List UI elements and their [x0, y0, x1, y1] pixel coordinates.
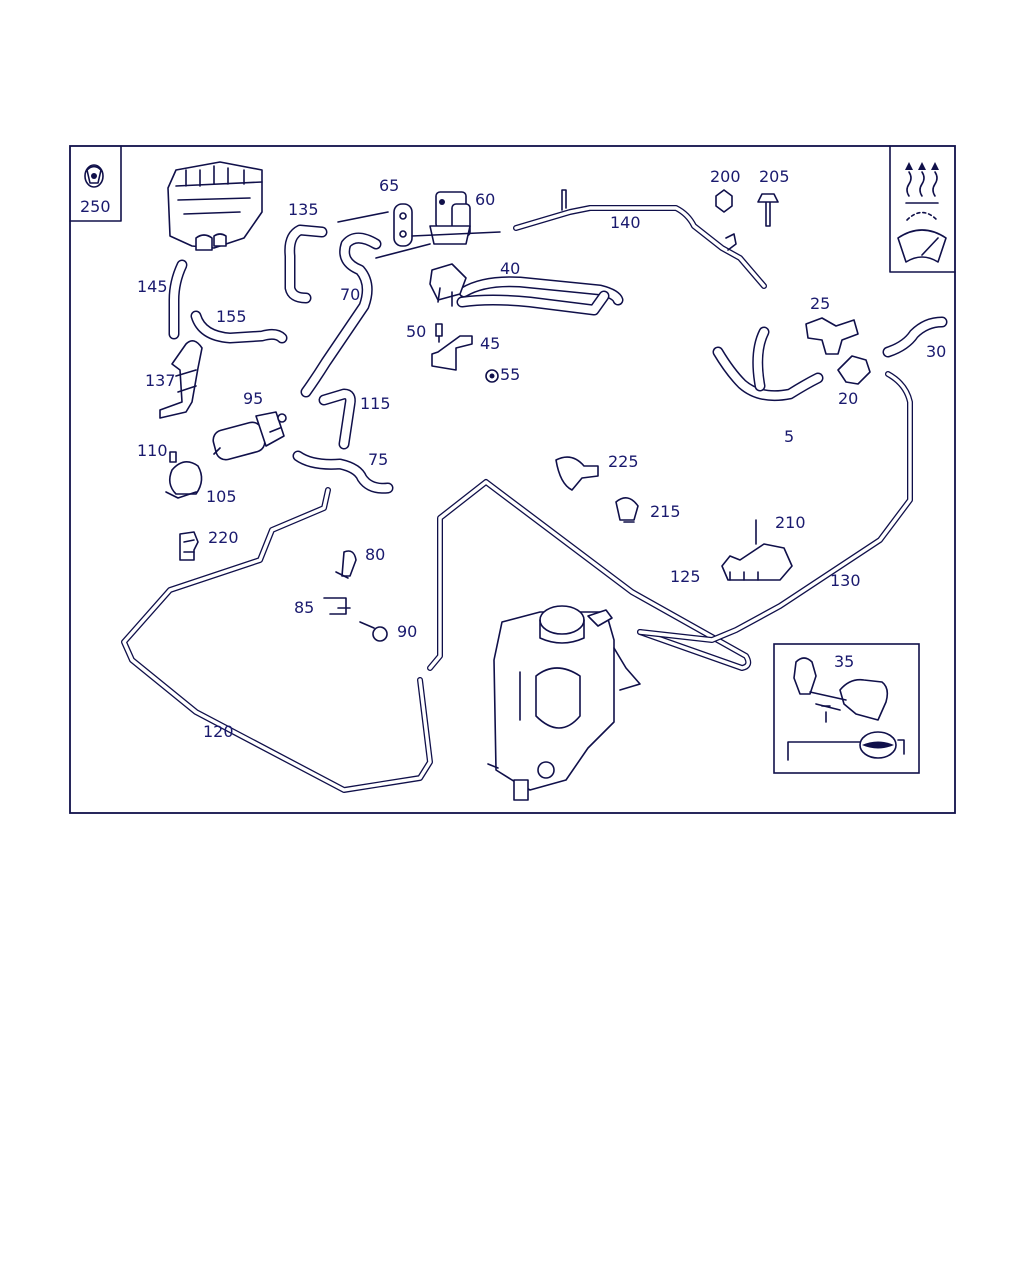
label-140: 140 — [610, 213, 641, 232]
label-155: 155 — [216, 307, 247, 326]
label-130: 130 — [830, 571, 861, 590]
part-valve-block — [167, 161, 263, 251]
label-55: 55 — [500, 365, 520, 384]
label-70: 70 — [340, 285, 360, 304]
label-60: 60 — [475, 190, 495, 209]
label-200: 200 — [710, 167, 741, 186]
label-35: 35 — [834, 652, 854, 671]
label-120: 120 — [203, 722, 234, 741]
clamp-icon — [84, 164, 104, 188]
label-105: 105 — [206, 487, 237, 506]
part-labels: 5 20 25 30 35 40 45 50 55 60 65 70 75 80… — [137, 167, 946, 741]
label-50: 50 — [406, 322, 426, 341]
label-25: 25 — [810, 294, 830, 313]
label-137: 137 — [145, 371, 176, 390]
part-bracket-137 — [159, 340, 203, 419]
label-125: 125 — [670, 567, 701, 586]
label-85: 85 — [294, 598, 314, 617]
label-5: 5 — [784, 427, 794, 446]
windshield-icon — [897, 229, 947, 263]
label-110: 110 — [137, 441, 168, 460]
heat-defrost-icon — [905, 162, 939, 221]
part-valve-60 — [429, 191, 471, 245]
diagram-frame — [69, 145, 956, 814]
label-225: 225 — [608, 452, 639, 471]
label-80: 80 — [365, 545, 385, 564]
label-220: 220 — [208, 528, 239, 547]
label-210: 210 — [775, 513, 806, 532]
label-75: 75 — [368, 450, 388, 469]
symbol-box — [889, 145, 956, 273]
label-90: 90 — [397, 622, 417, 641]
inset-box-35 — [773, 643, 920, 774]
label-215: 215 — [650, 502, 681, 521]
label-20: 20 — [838, 389, 858, 408]
label-45: 45 — [480, 334, 500, 353]
corner-ref-label: 250 — [80, 197, 111, 216]
label-115: 115 — [360, 394, 391, 413]
label-135: 135 — [288, 200, 319, 219]
label-205: 205 — [759, 167, 790, 186]
part-reservoir-tank — [487, 605, 641, 801]
label-145: 145 — [137, 277, 168, 296]
corner-ref-box: 250 — [69, 145, 122, 222]
part-pump-95 — [212, 411, 287, 461]
label-65: 65 — [379, 176, 399, 195]
label-40: 40 — [500, 259, 520, 278]
label-95: 95 — [243, 389, 263, 408]
label-30: 30 — [926, 342, 946, 361]
